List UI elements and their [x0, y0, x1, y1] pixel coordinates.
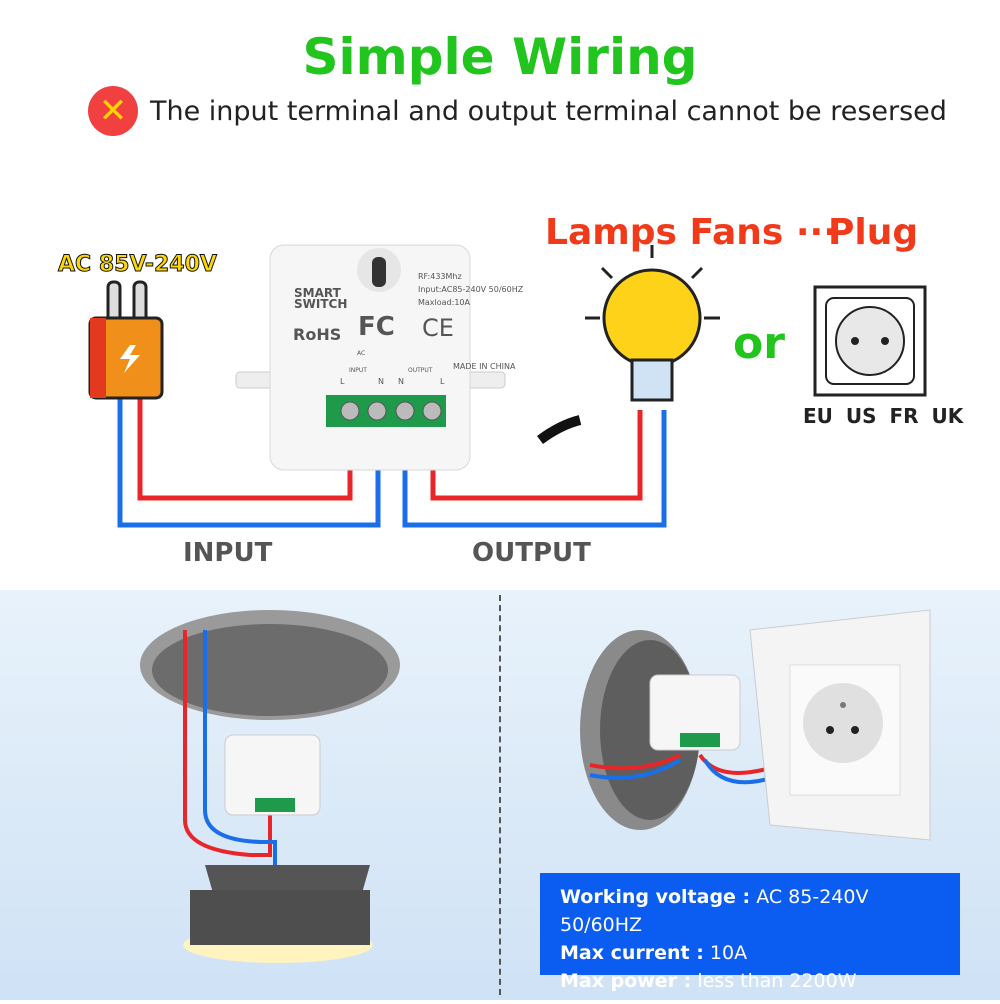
input-label: INPUT	[183, 538, 273, 568]
spec-row: Max current : 10A	[560, 939, 940, 967]
spec-box: Working voltage : AC 85-240V 50/60HZ Max…	[540, 873, 960, 992]
terminal-n-in: N	[378, 377, 384, 386]
smart-switch-device	[235, 244, 582, 471]
wall-socket-icon	[813, 285, 927, 397]
red-x-circle-icon: ✕	[88, 86, 138, 136]
device-maxload: Maxload:10A	[418, 298, 470, 307]
ac-label: AC	[357, 350, 366, 357]
power-plug-icon	[88, 280, 164, 400]
spec-row: Working voltage : AC 85-240V 50/60HZ	[560, 883, 940, 939]
spec-value: AC 85-240V 50/60HZ	[560, 886, 869, 936]
power-voltage-label: AC 85V-240V	[58, 252, 218, 278]
spec-value: less than 2200W	[697, 970, 857, 992]
device-name: SMART SWITCH	[294, 286, 348, 311]
device-input: Input:AC85-240V 50/60HZ	[418, 285, 524, 294]
section-divider	[499, 595, 501, 995]
terminal-n-out: N	[398, 377, 404, 386]
terminal-l-in: L	[340, 377, 345, 386]
wires	[117, 395, 667, 528]
output-label: OUTPUT	[472, 538, 591, 568]
loads-label: Lamps Fans ···	[545, 212, 837, 253]
light-bulb-icon	[585, 245, 720, 402]
installation-illustrations	[140, 609, 931, 963]
warning: ✕ The input terminal and output terminal…	[88, 86, 947, 136]
fcc-logo: FC	[358, 312, 395, 342]
page-title: Simple Wiring	[302, 28, 698, 86]
ceiling-hole-illustration	[140, 610, 400, 963]
plug-label: Plug	[828, 212, 919, 253]
rohs-logo: RoHS	[293, 325, 342, 344]
spec-label: Working voltage :	[560, 886, 751, 908]
warning-text: The input terminal and output terminal c…	[150, 95, 947, 127]
spec-row: Max power : less than 2200W	[560, 967, 940, 995]
ce-logo: CE	[422, 314, 454, 342]
or-label: or	[733, 318, 785, 369]
made-in-label: MADE IN CHINA	[453, 362, 516, 371]
spec-value: 10A	[709, 942, 748, 964]
wiring-diagram	[88, 244, 927, 528]
spec-label: Max current :	[560, 942, 704, 964]
plug-regions: EU US FR UK	[803, 404, 964, 428]
output-terminal-label: OUTPUT	[408, 367, 433, 374]
wall-socket-illustration	[580, 609, 931, 841]
device-rf: RF:433Mhz	[418, 272, 462, 281]
spec-label: Max power :	[560, 970, 692, 992]
input-terminal-label: INPUT	[349, 367, 367, 374]
terminal-l-out: L	[440, 377, 445, 386]
